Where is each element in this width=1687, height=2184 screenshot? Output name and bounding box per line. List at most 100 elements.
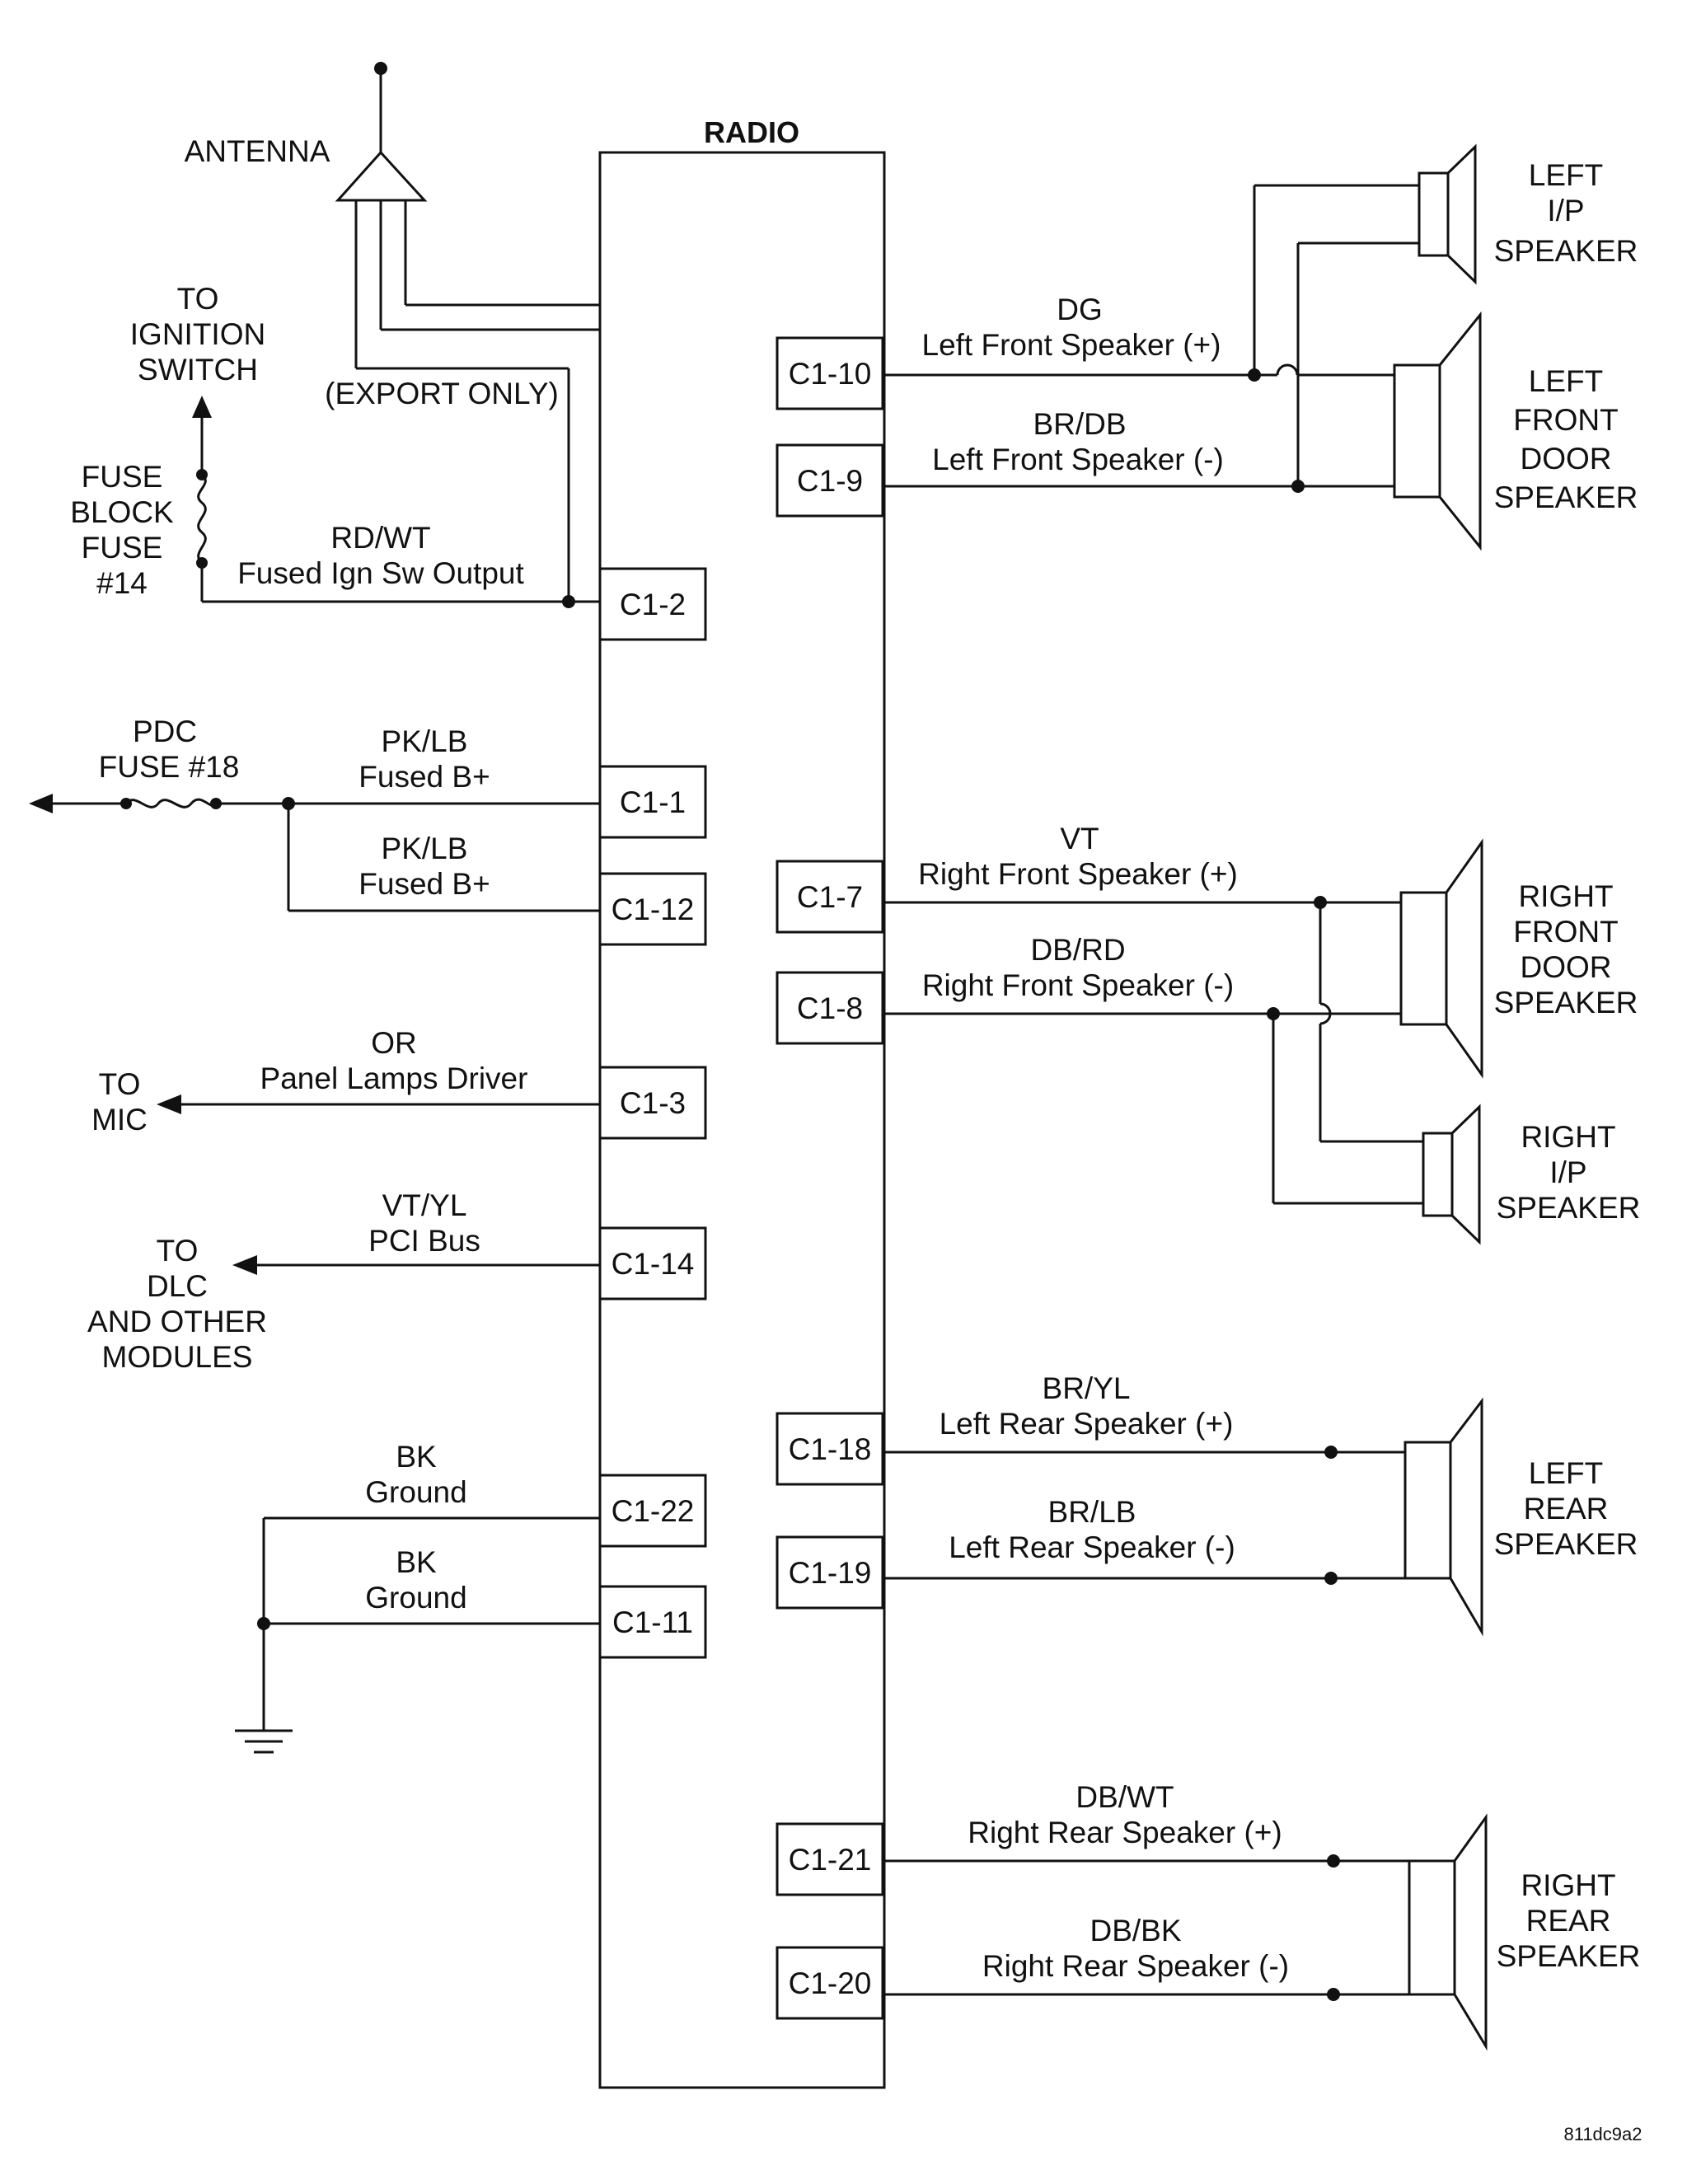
speaker-right-ip-l3: SPEAKER <box>1497 1191 1641 1225</box>
wire-color-c1-20: DB/BK <box>1090 1914 1181 1947</box>
speaker-right-rear-l2: REAR <box>1526 1904 1611 1938</box>
fuse-block-label-3: FUSE <box>82 531 163 565</box>
pin-label-c1-20: C1-20 <box>789 1966 872 2000</box>
speaker-left-ip-l2: I/P <box>1547 194 1584 227</box>
speaker-left-front-l4: SPEAKER <box>1494 480 1638 514</box>
wire-desc-c1-19: Left Rear Speaker (-) <box>949 1530 1235 1564</box>
wire-color-c1-9: BR/DB <box>1033 407 1126 441</box>
wire-color-c1-2: RD/WT <box>330 521 430 555</box>
pin-label-c1-19: C1-19 <box>789 1556 872 1590</box>
pin-box-c1-2 <box>598 567 707 641</box>
speaker-right-front-l3: DOOR <box>1521 950 1612 984</box>
wire-color-c1-7: VT <box>1060 822 1099 855</box>
wire-color-c1-10: DG <box>1057 293 1103 326</box>
mic-label-1: TO <box>99 1067 141 1101</box>
speaker-right-front-l1: RIGHT <box>1518 879 1613 913</box>
wire-desc-c1-3: Panel Lamps Driver <box>260 1062 528 1095</box>
fuse-block-label-4: #14 <box>96 566 148 600</box>
pin-box-c1-11 <box>598 1585 707 1659</box>
speaker-left-ip-l3: SPEAKER <box>1494 234 1638 268</box>
wire-desc-c1-14: PCI Bus <box>368 1224 480 1258</box>
dlc-label-3: AND OTHER <box>87 1305 267 1338</box>
pdc-label-1: PDC <box>133 715 197 748</box>
wire-color-c1-21: DB/WT <box>1075 1780 1174 1814</box>
mic-arrow-icon <box>157 1094 181 1114</box>
right-front-door-speaker-icon <box>1399 838 1483 1079</box>
pin-box-c1-10 <box>776 336 884 410</box>
wire-color-c1-18: BR/YL <box>1043 1371 1131 1405</box>
wire-desc-c1-20: Right Rear Speaker (-) <box>982 1949 1289 1983</box>
battery-circuit <box>29 794 600 912</box>
speaker-right-rear-l1: RIGHT <box>1521 1868 1615 1902</box>
right-rear-wiring <box>884 1854 1409 2001</box>
speaker-left-ip-l1: LEFT <box>1529 158 1603 192</box>
wire-desc-c1-1: Fused B+ <box>358 760 490 794</box>
speaker-left-front-l3: DOOR <box>1521 442 1612 476</box>
pin-box-c1-22 <box>598 1474 707 1548</box>
pin-box-c1-3 <box>598 1066 707 1140</box>
figure-id: 811dc9a2 <box>1563 2124 1642 2144</box>
left-front-wiring <box>884 184 1419 493</box>
right-rear-speaker-icon <box>1408 1813 1488 2051</box>
pin-box-c1-19 <box>776 1535 884 1610</box>
pin-label-c1-12: C1-12 <box>612 893 695 926</box>
wire-desc-c1-9: Left Front Speaker (-) <box>932 443 1224 476</box>
pin-label-c1-3: C1-3 <box>620 1086 686 1120</box>
speaker-left-rear-l3: SPEAKER <box>1494 1527 1638 1561</box>
wire-color-c1-14: VT/YL <box>382 1188 467 1222</box>
pin-box-c1-8 <box>776 971 884 1045</box>
wire-color-c1-8: DB/RD <box>1030 933 1125 967</box>
pin-box-c1-7 <box>776 860 884 934</box>
pin-box-c1-20 <box>776 1946 884 2020</box>
speaker-right-front-l4: SPEAKER <box>1494 986 1638 1019</box>
wire-color-c1-22: BK <box>396 1440 437 1474</box>
wire-desc-c1-11: Ground <box>365 1581 466 1615</box>
wire-desc-c1-18: Left Rear Speaker (+) <box>940 1407 1234 1441</box>
left-ip-speaker-icon <box>1418 143 1477 285</box>
radio-title: RADIO <box>704 115 799 149</box>
wire-color-c1-3: OR <box>371 1026 417 1060</box>
right-ip-speaker-icon <box>1422 1104 1481 1245</box>
ground-circuit <box>235 1516 600 1754</box>
pin-box-c1-21 <box>776 1822 884 1896</box>
pin-label-c1-22: C1-22 <box>612 1494 695 1528</box>
ignition-arrow-icon <box>192 396 212 418</box>
fuse-block-label-2: BLOCK <box>70 495 174 529</box>
left-rear-wiring <box>884 1446 1405 1585</box>
ignition-label-3: SWITCH <box>138 353 258 387</box>
mic-label-2: MIC <box>91 1103 148 1137</box>
pin-label-c1-10: C1-10 <box>789 357 872 391</box>
wire-desc-c1-21: Right Rear Speaker (+) <box>968 1816 1282 1849</box>
ground-icon <box>235 1729 293 1754</box>
wire-desc-c1-10: Left Front Speaker (+) <box>922 328 1221 362</box>
wire-desc-c1-8: Right Front Speaker (-) <box>922 968 1234 1002</box>
battery-arrow-icon <box>29 794 53 813</box>
dlc-label-4: MODULES <box>102 1340 253 1374</box>
antenna-symbol <box>335 62 600 602</box>
wire-desc-c1-7: Right Front Speaker (+) <box>918 857 1238 891</box>
pin-label-c1-18: C1-18 <box>789 1432 872 1466</box>
wire-desc-c1-2: Fused Ign Sw Output <box>237 556 524 590</box>
speaker-left-rear-l1: LEFT <box>1529 1456 1603 1490</box>
fuse-block-label-1: FUSE <box>82 460 163 494</box>
pin-label-c1-2: C1-2 <box>620 588 686 621</box>
export-only-label: (EXPORT ONLY) <box>325 377 559 410</box>
pin-box-c1-18 <box>776 1412 884 1486</box>
pin-label-c1-1: C1-1 <box>620 785 686 819</box>
left-front-door-speaker-icon <box>1393 311 1482 551</box>
wire-color-c1-11: BK <box>396 1545 437 1579</box>
pin-label-c1-21: C1-21 <box>789 1843 872 1877</box>
antenna-label: ANTENNA <box>185 134 330 168</box>
dlc-arrow-icon <box>232 1255 257 1275</box>
dlc-label-1: TO <box>157 1234 199 1268</box>
speaker-left-front-l1: LEFT <box>1529 364 1603 398</box>
pin-box-c1-12 <box>598 872 707 946</box>
pci-bus-circuit <box>232 1255 600 1275</box>
speaker-left-front-l2: FRONT <box>1513 403 1618 437</box>
right-front-wiring <box>884 896 1423 1205</box>
speaker-right-rear-l3: SPEAKER <box>1497 1939 1641 1973</box>
speaker-right-ip-l1: RIGHT <box>1521 1120 1615 1154</box>
pin-label-c1-8: C1-8 <box>797 991 863 1025</box>
